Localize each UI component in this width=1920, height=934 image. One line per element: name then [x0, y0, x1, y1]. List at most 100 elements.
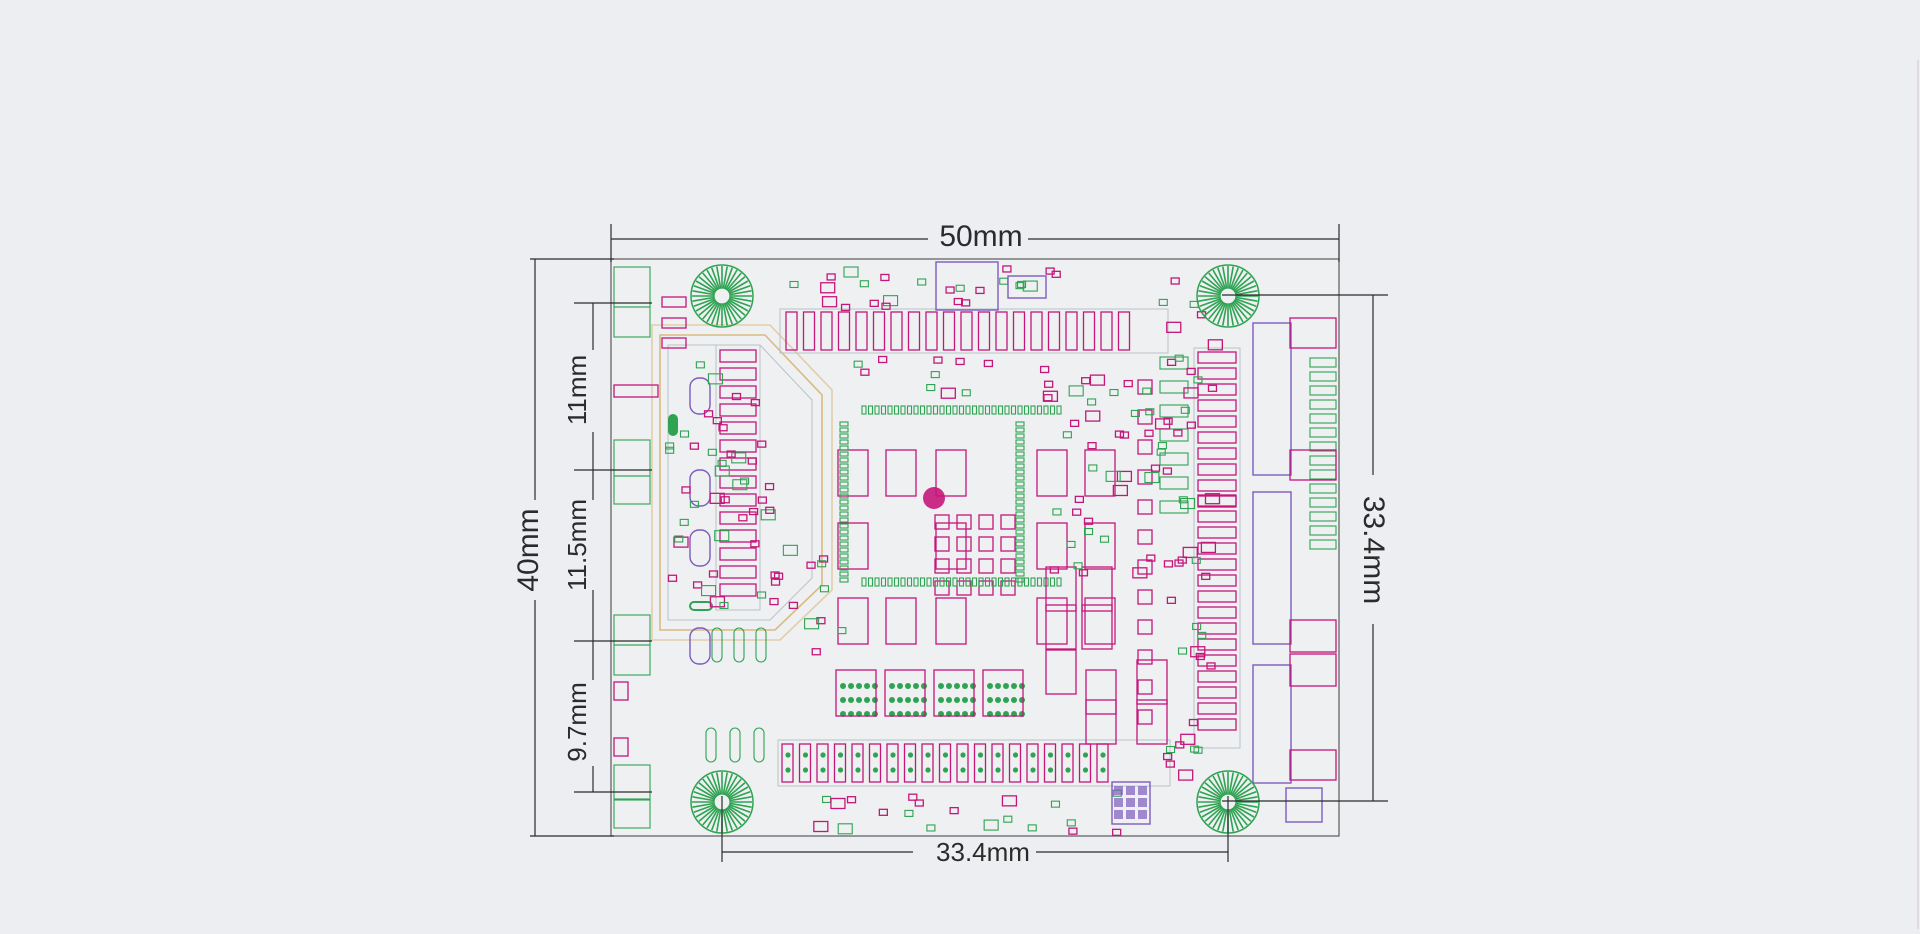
- ic-pin: [900, 577, 906, 587]
- mounting-hole-spoke: [1234, 786, 1255, 799]
- smd-component: [1204, 493, 1221, 505]
- header-pin-pad: [1030, 311, 1043, 351]
- mounting-hole-spoke: [725, 269, 738, 290]
- smd-component: [949, 806, 959, 815]
- mounting-hole-spoke: [1234, 299, 1255, 312]
- ic-pin: [839, 541, 849, 547]
- mounting-hole-spoke: [729, 790, 751, 801]
- smd-component: [731, 452, 747, 464]
- bga-pad: [1114, 798, 1123, 807]
- smd-component: [926, 824, 936, 832]
- via: [872, 752, 879, 758]
- smd-component: [1042, 390, 1059, 402]
- smd-component: [1188, 718, 1199, 727]
- fet-pad: [719, 475, 757, 489]
- smd-component: [1112, 484, 1129, 497]
- via: [890, 752, 896, 758]
- smd-pad: [1159, 500, 1189, 514]
- smd-component: [1072, 508, 1082, 516]
- smd-pad: [661, 296, 687, 308]
- capacitor: [733, 627, 745, 663]
- inductor: [689, 529, 711, 567]
- smd-component: [1051, 270, 1061, 278]
- smd-component: [1015, 282, 1025, 290]
- connector-pad: [1197, 574, 1237, 587]
- dimension-hole-spacing-vertical: 33.4mm: [1222, 294, 1390, 802]
- via: [1065, 752, 1071, 758]
- ic-pin: [1043, 405, 1049, 415]
- mounting-hole-spoke: [729, 803, 751, 814]
- power-pad: [1084, 597, 1116, 645]
- ic-pin: [958, 405, 965, 415]
- grid-pad: [956, 558, 972, 574]
- smd-pad: [1159, 476, 1189, 490]
- smd-component: [860, 368, 870, 376]
- smd-component: [933, 356, 943, 364]
- smd-component: [1049, 566, 1060, 574]
- smd-component: [1186, 367, 1196, 376]
- header-pin-pad: [781, 743, 794, 783]
- thermal-via: [962, 683, 968, 689]
- mounting-hole-spoke: [1201, 299, 1222, 312]
- header-pin-pad: [1117, 311, 1131, 351]
- power-pad: [1081, 566, 1113, 612]
- smd-component: [908, 793, 918, 801]
- edge-connector-pad: [613, 644, 651, 676]
- smd-component: [1190, 745, 1200, 753]
- connector-pad: [1197, 686, 1237, 699]
- mounting-hole: [690, 264, 754, 328]
- smd-component: [878, 355, 888, 364]
- thermal-via: [864, 697, 870, 703]
- power-pad: [1084, 522, 1116, 570]
- label-board-width: 50mm: [939, 220, 1022, 253]
- smd-component: [726, 450, 736, 458]
- smd-component: [673, 536, 689, 548]
- mounting-hole-spoke: [1235, 296, 1258, 302]
- mounting-hole: [690, 770, 754, 834]
- smd-component: [1073, 562, 1083, 570]
- smd-component: [695, 361, 705, 369]
- smd-component: [750, 540, 760, 548]
- mounting-hole-spoke: [726, 778, 742, 797]
- header-pin-pad: [868, 743, 882, 783]
- ic-pin: [874, 405, 880, 415]
- thermal-via: [970, 697, 976, 703]
- via: [1030, 752, 1036, 758]
- power-pad: [1036, 449, 1068, 497]
- bga-pad: [1114, 786, 1123, 795]
- ic-pin: [839, 505, 849, 511]
- via: [820, 767, 826, 773]
- mounting-hole-spoke: [727, 806, 746, 822]
- connector-pad: [1197, 670, 1237, 683]
- mounting-hole-spoke: [1228, 772, 1234, 795]
- via: [977, 752, 984, 758]
- thermal-via: [1011, 697, 1017, 703]
- header-pin-pad: [1100, 311, 1113, 351]
- connector-pad: [1197, 463, 1237, 476]
- power-pad: [935, 522, 967, 570]
- mounting-hole-spoke: [706, 808, 719, 829]
- ic-pin: [839, 487, 849, 493]
- header-pin-pad: [1043, 743, 1057, 783]
- thermal-via: [954, 697, 960, 703]
- bga-pad: [1138, 786, 1147, 795]
- mounting-hole-spoke: [1235, 290, 1258, 296]
- smd-component: [1174, 354, 1184, 362]
- smd-component: [1193, 746, 1203, 754]
- smd-component: [665, 442, 675, 450]
- smd-pad: [1137, 649, 1153, 665]
- header-pin-pad: [938, 743, 952, 783]
- connector-housing: [1252, 491, 1292, 645]
- mounting-holes: [690, 264, 1260, 834]
- ic-pin: [1036, 405, 1043, 415]
- connector-pad: [1197, 415, 1237, 428]
- smd-component: [1191, 556, 1201, 564]
- mounting-hole-spoke: [727, 782, 746, 798]
- center-via-cluster: [923, 487, 945, 509]
- mounting-hole-spoke: [722, 303, 728, 326]
- ic-pin: [952, 577, 958, 587]
- connector-pad: [1197, 590, 1237, 603]
- smd-component: [1132, 567, 1148, 579]
- power-pad: [935, 597, 967, 645]
